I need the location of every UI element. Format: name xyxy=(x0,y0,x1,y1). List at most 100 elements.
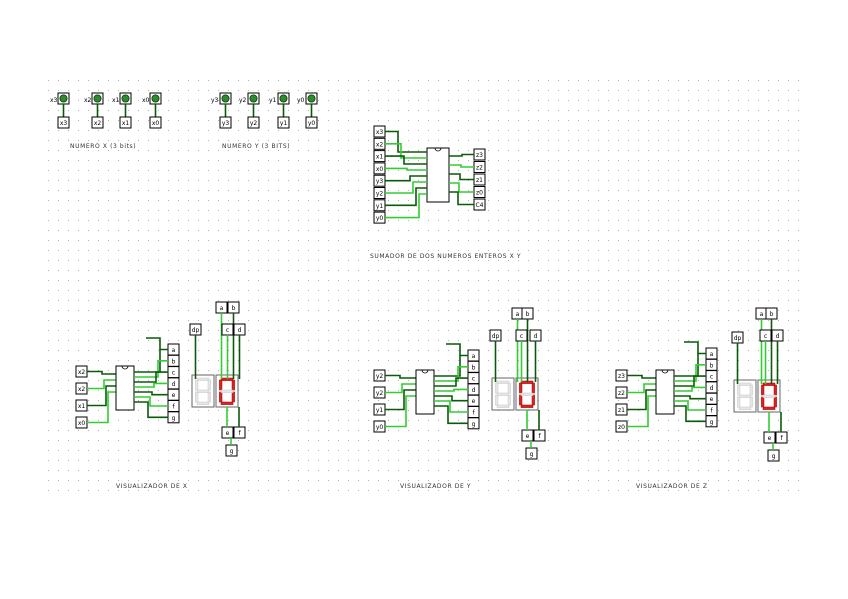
wire xyxy=(449,173,474,181)
segment xyxy=(738,406,752,410)
vis-z-seg-2: c xyxy=(705,370,718,383)
pin-text: y3 xyxy=(222,120,230,127)
segment-g xyxy=(738,394,752,398)
segment xyxy=(231,391,235,403)
pin-text: g xyxy=(530,451,534,458)
led-label: y2 xyxy=(239,97,247,104)
pin-text: g xyxy=(230,448,234,455)
pin-text: y2 xyxy=(250,120,258,127)
vis-z-bot-f: f xyxy=(775,431,788,444)
vis-x-seg-1: b xyxy=(167,354,180,367)
pin-text: f xyxy=(710,408,713,415)
pin-text: f xyxy=(238,430,241,437)
vis-x-top-0: dp xyxy=(189,323,202,336)
vis-x-top-2: b xyxy=(227,301,240,314)
pin-text: e xyxy=(172,392,176,399)
led-x-1 xyxy=(91,92,104,105)
segment xyxy=(196,377,210,381)
vis-x-seg-2: c xyxy=(167,366,180,379)
pin-text: c xyxy=(710,374,713,381)
segment xyxy=(207,379,211,391)
vis-z-bot-g: g xyxy=(767,449,780,462)
pin-text: c xyxy=(226,327,229,334)
sum-out-0: z3 xyxy=(473,148,486,161)
vis-y-seg-5: f xyxy=(467,406,480,418)
vis-y-in-0: y2 xyxy=(373,369,386,382)
pin-text: b xyxy=(526,311,530,318)
vis-y-decoder xyxy=(415,369,435,415)
vis-x-digit-units xyxy=(215,374,239,408)
label-numero-y: NUMERO Y (3 BITS) xyxy=(222,143,290,150)
wire xyxy=(434,395,468,402)
vis-x-seg-3: d xyxy=(167,377,180,390)
segment xyxy=(520,404,534,408)
vis-y-seg-1: b xyxy=(467,360,480,373)
wire xyxy=(385,175,427,182)
pin-text: e xyxy=(472,398,476,405)
pin-text: d xyxy=(776,333,780,340)
adder-chip xyxy=(426,147,450,203)
wire xyxy=(627,389,656,411)
led-label: x3 xyxy=(50,97,58,104)
pin-text: a xyxy=(220,305,224,312)
sum-in-6: y1 xyxy=(373,199,386,212)
pin-text: x2 xyxy=(376,141,384,148)
pin-text: f xyxy=(472,410,475,417)
pin-text: y2 xyxy=(376,191,384,198)
wire xyxy=(446,343,461,356)
wire xyxy=(674,400,706,411)
wire xyxy=(674,395,706,400)
vis-z-seg-0: a xyxy=(705,347,718,360)
led-label: x2 xyxy=(84,97,92,104)
vis-y-top-0: dp xyxy=(489,329,502,342)
pin-text: d xyxy=(238,327,242,334)
wire xyxy=(134,396,168,407)
segment xyxy=(495,394,499,406)
pin-text: f xyxy=(172,404,175,411)
pin-text: y1 xyxy=(376,407,384,414)
vis-z-in-3: z0 xyxy=(615,420,628,433)
led-label: y1 xyxy=(269,97,277,104)
vis-z-decoder xyxy=(655,369,675,415)
grid-dots xyxy=(48,80,799,491)
pin-text: c xyxy=(172,370,175,377)
pin-text: y2 xyxy=(376,373,384,380)
wire xyxy=(434,365,468,382)
label-visualizador-z: VISUALIZADOR DE Z xyxy=(636,483,708,490)
segment xyxy=(219,391,223,403)
vis-y-digit-units xyxy=(515,377,539,411)
vis-x-top-1: a xyxy=(215,301,228,314)
pin-text: c xyxy=(472,376,475,383)
vis-x-in-0: x2 xyxy=(75,365,88,378)
pin-text: z0 xyxy=(618,424,625,431)
wire xyxy=(134,391,168,396)
wire xyxy=(627,374,656,379)
wire xyxy=(674,405,706,423)
wire xyxy=(385,130,427,153)
vis-y-top-4: d xyxy=(529,329,542,342)
vis-z-top-2: b xyxy=(765,307,778,320)
vis-z-seg-6: g xyxy=(705,415,718,428)
wire xyxy=(385,383,416,394)
vis-y-in-1: y2 xyxy=(373,386,386,399)
led-label: x0 xyxy=(142,97,150,104)
wire xyxy=(385,155,427,165)
pin-text: y0 xyxy=(308,120,316,127)
segment xyxy=(496,404,510,408)
vis-y-top-2: b xyxy=(521,307,534,320)
wire xyxy=(627,395,656,428)
led-y-3 xyxy=(305,92,318,105)
wire xyxy=(434,377,468,387)
pin-y-0: y3 xyxy=(219,116,232,129)
led-y-1 xyxy=(247,92,260,105)
pin-text: e xyxy=(526,433,530,440)
segment xyxy=(531,394,535,406)
vis-y-bot-f: f xyxy=(533,429,546,442)
pin-text: f xyxy=(780,435,783,442)
segment xyxy=(519,394,523,406)
wire xyxy=(674,386,706,392)
segment-g xyxy=(220,389,234,393)
pin-text: dp xyxy=(492,333,500,340)
pin-y-3: y0 xyxy=(305,116,318,129)
pin-text: b xyxy=(172,358,176,365)
